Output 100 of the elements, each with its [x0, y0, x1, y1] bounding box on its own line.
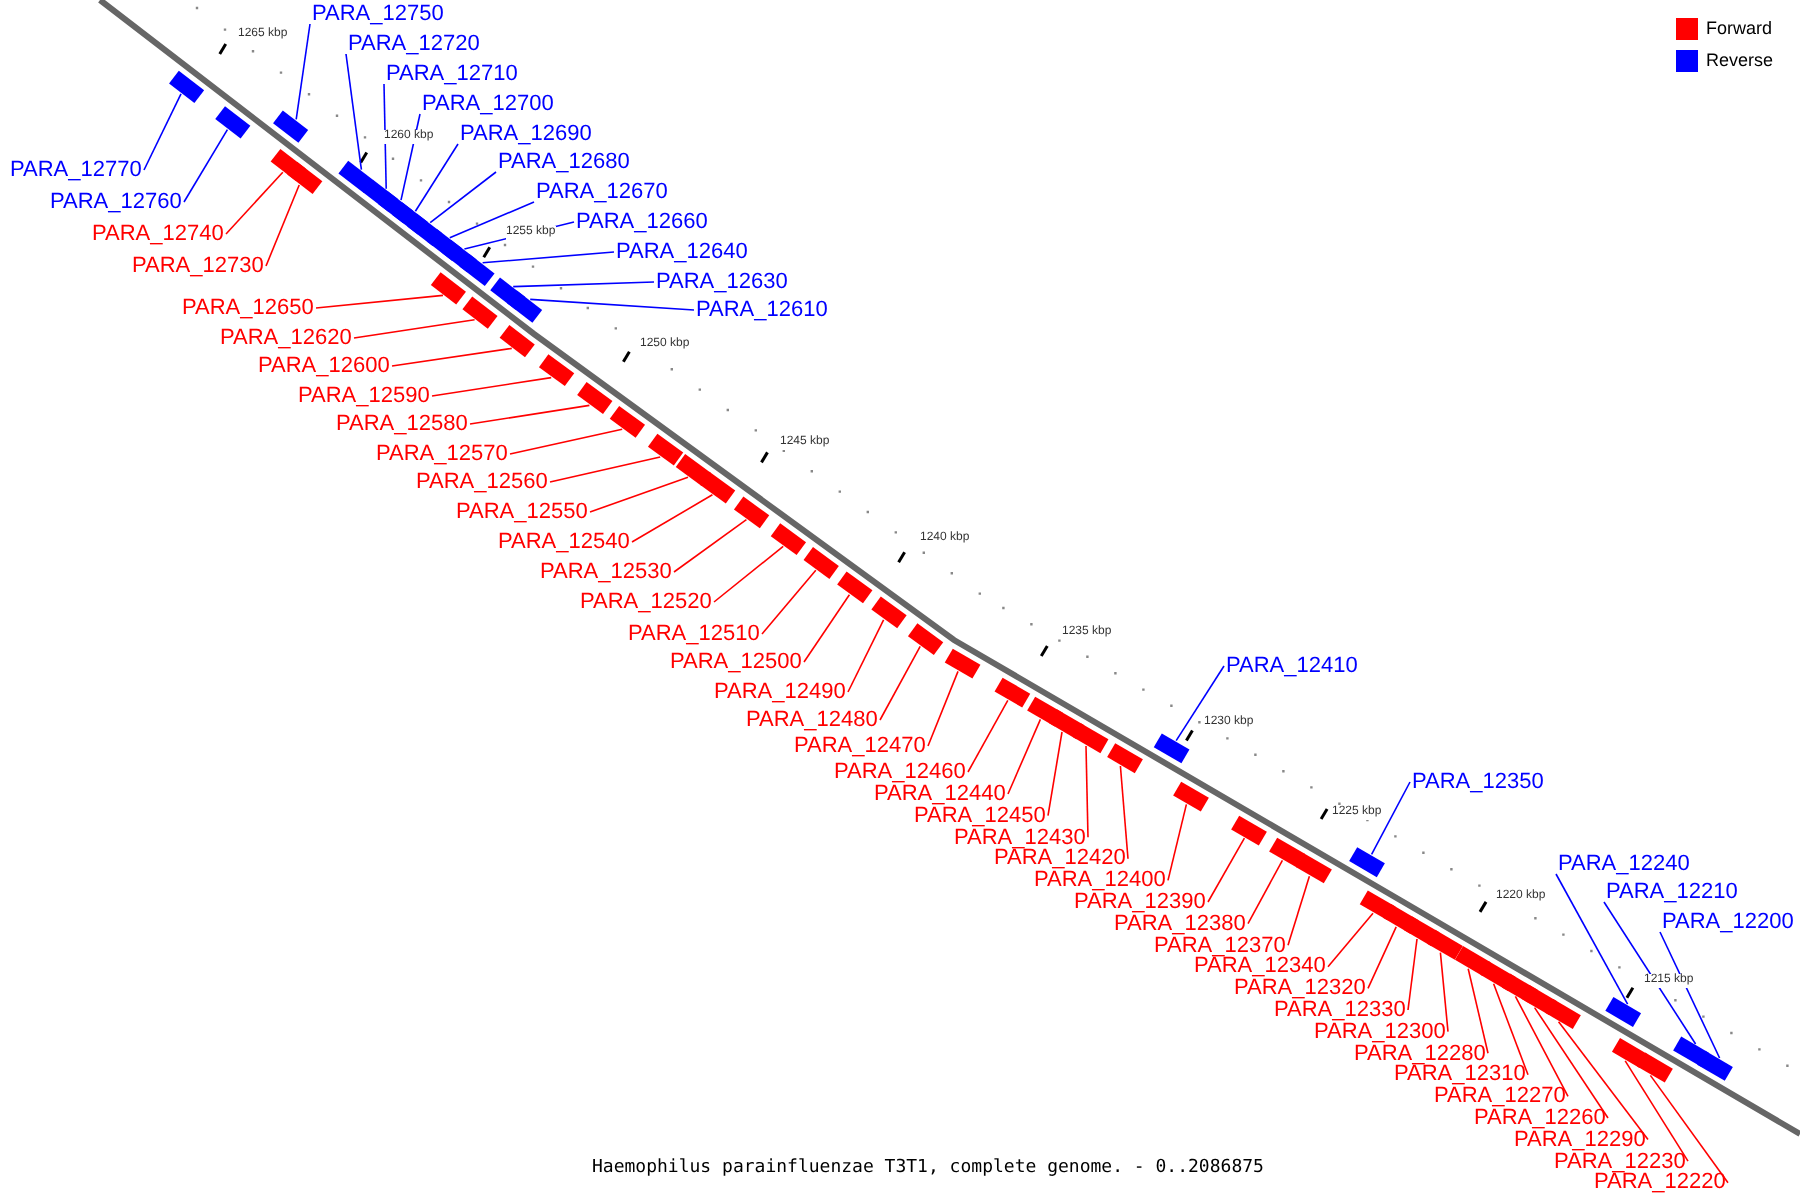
- gene-label: PARA_12750: [312, 4, 444, 24]
- leader-line: [1659, 931, 1721, 1059]
- gene-feature: [1545, 999, 1581, 1029]
- gene-label: PARA_12320: [1234, 978, 1366, 999]
- gene-feature: [215, 106, 251, 139]
- gene-label: PARA_12420: [994, 848, 1126, 869]
- gene-label: PARA_12710: [386, 64, 518, 84]
- gene-feature: [907, 623, 944, 656]
- leader-line: [803, 594, 851, 663]
- gene-feature: [1697, 1050, 1733, 1081]
- leader-line: [967, 699, 1009, 773]
- leader-line: [927, 670, 959, 747]
- gene-label: PARA_12630: [656, 272, 788, 292]
- gene-label: PARA_12540: [498, 532, 630, 552]
- leader-line: [847, 619, 885, 693]
- leader-line: [1557, 1021, 1649, 1141]
- leader-line: [1167, 803, 1188, 882]
- leader-line: [1327, 912, 1374, 968]
- leader-line: [353, 319, 476, 339]
- gene-label: PARA_12660: [576, 212, 708, 232]
- gene-feature: [1231, 815, 1267, 846]
- leader-line: [1287, 875, 1311, 946]
- gene-label: PARA_12390: [1074, 892, 1206, 912]
- gene-label: PARA_12530: [540, 562, 672, 582]
- gene-feature: [507, 290, 543, 323]
- leader-line: [481, 251, 615, 264]
- leader-line: [1367, 926, 1397, 990]
- leader-line: [1603, 901, 1697, 1045]
- gene-label: PARA_12600: [258, 356, 390, 376]
- gene-label: PARA_12410: [1226, 656, 1358, 676]
- gene-label: PARA_12590: [298, 386, 430, 406]
- leader-line: [549, 456, 661, 483]
- gene-feature: [1501, 973, 1538, 1004]
- leader-line: [1514, 995, 1569, 1098]
- gene-label: PARA_12380: [1114, 913, 1246, 934]
- gene-label: PARA_12640: [616, 242, 748, 262]
- gene-feature: [538, 354, 575, 387]
- gene-feature: [871, 596, 907, 629]
- gene-feature: [944, 648, 981, 679]
- gene-feature: [287, 161, 323, 194]
- gene-label: PARA_12500: [670, 652, 802, 672]
- leader-line: [1119, 765, 1129, 860]
- gene-label: PARA_12430: [954, 827, 1086, 848]
- leader-line: [1492, 983, 1529, 1076]
- leader-line: [225, 171, 284, 235]
- gene-label: PARA_12290: [1514, 1129, 1646, 1150]
- gene-label: PARA_12760: [50, 192, 182, 212]
- leader-line: [1175, 665, 1225, 742]
- gene-feature: [1296, 853, 1332, 884]
- gene-label: PARA_12310: [1394, 1064, 1526, 1085]
- gene-feature: [1173, 781, 1209, 812]
- gene-label: PARA_12770: [10, 160, 142, 180]
- leader-line: [1247, 859, 1284, 925]
- gene-feature: [430, 272, 466, 305]
- gene-feature: [699, 471, 736, 504]
- leader-line: [509, 428, 623, 455]
- gene-feature: [577, 382, 613, 414]
- leader-line: [1085, 745, 1089, 838]
- leader-line: [429, 171, 497, 224]
- gene-label: PARA_12450: [914, 805, 1046, 826]
- gene-feature: [462, 296, 498, 329]
- gene-label: PARA_12210: [1606, 882, 1738, 902]
- leader-line: [449, 201, 535, 239]
- gene-label: PARA_12200: [1662, 912, 1794, 932]
- leader-line: [431, 376, 552, 397]
- leader-line: [1467, 968, 1489, 1054]
- leader-line: [143, 93, 182, 171]
- leader-line: [589, 476, 689, 513]
- gene-feature: [1349, 847, 1385, 878]
- leader-line: [713, 545, 784, 603]
- gene-label: PARA_12440: [874, 784, 1006, 804]
- gene-label: PARA_12330: [1274, 1000, 1406, 1020]
- legend-label: Forward: [1706, 18, 1773, 40]
- gene-label: PARA_12370: [1154, 935, 1286, 956]
- gene-feature: [459, 253, 495, 287]
- gene-label: PARA_12560: [416, 472, 548, 492]
- gene-label: PARA_12580: [336, 414, 468, 434]
- gene-feature: [803, 547, 839, 579]
- leader-line: [295, 23, 311, 121]
- gene-label: PARA_12230: [1554, 1151, 1686, 1172]
- leader-line: [1555, 873, 1629, 1005]
- gene-label: PARA_12220: [1594, 1172, 1726, 1193]
- gene-label: PARA_12690: [460, 124, 592, 144]
- caption: Haemophilus parainfluenzae T3T1, complete genome. - 0..2086875: [592, 1158, 1264, 1180]
- gene-label: PARA_12650: [182, 298, 314, 318]
- leader-line: [315, 294, 444, 309]
- gene-label: PARA_12520: [580, 592, 712, 612]
- gene-label: PARA_12700: [422, 94, 554, 114]
- gene-label: PARA_12570: [376, 444, 508, 464]
- gene-feature: [994, 677, 1031, 708]
- leader-line: [879, 645, 921, 721]
- gene-feature: [609, 405, 646, 438]
- gene-label: PARA_12610: [696, 300, 828, 320]
- gene-label: PARA_12270: [1434, 1086, 1566, 1107]
- leader-line: [1649, 1074, 1729, 1184]
- gene-feature: [1454, 946, 1491, 976]
- gene-label: PARA_12670: [536, 182, 668, 202]
- gene-feature: [1269, 837, 1305, 868]
- gene-label: PARA_12730: [132, 256, 264, 276]
- gene-feature: [647, 433, 684, 466]
